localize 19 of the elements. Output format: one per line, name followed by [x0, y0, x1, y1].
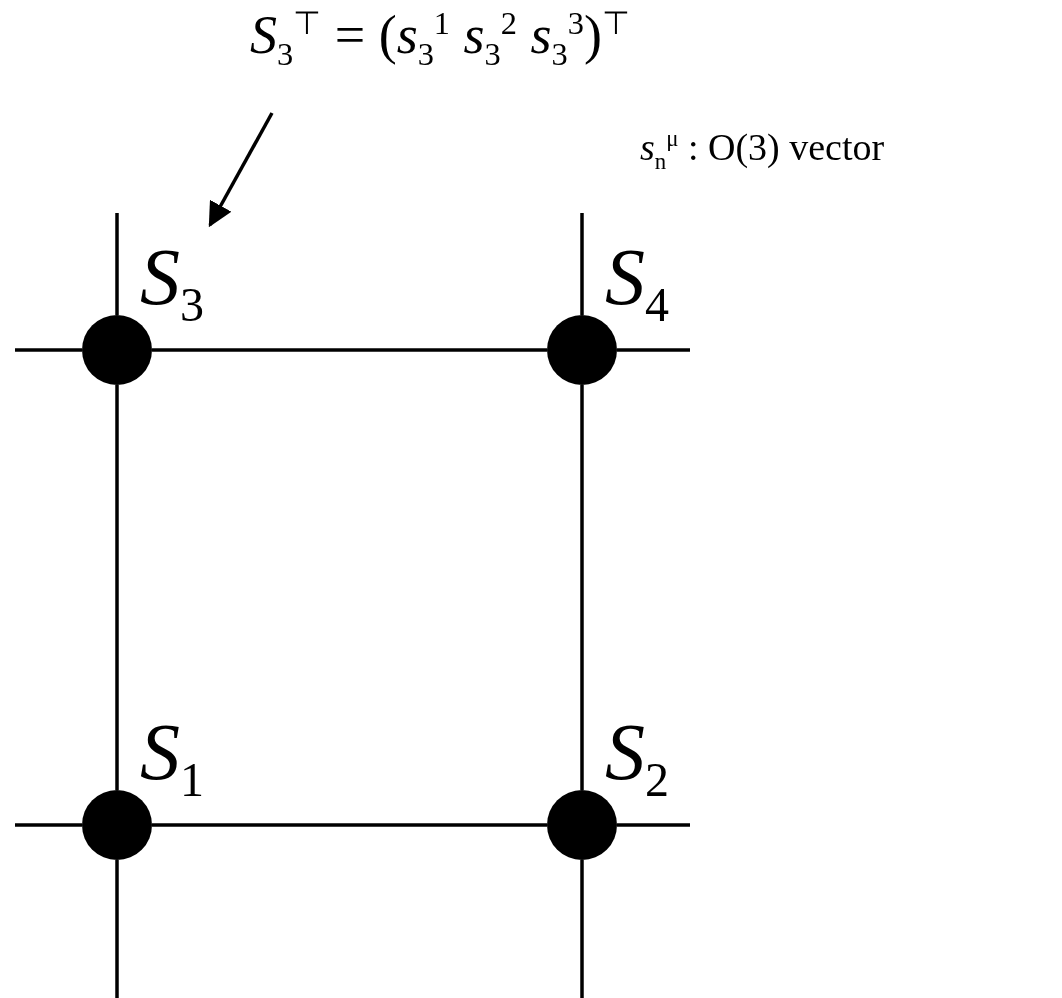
lattice-bond: [152, 823, 547, 827]
site-label: S$_{3}$: [140, 237, 204, 329]
lattice-bond: [580, 213, 584, 315]
lattice-bond: [617, 348, 690, 352]
lattice-bond: [152, 348, 547, 352]
lattice-bond: [15, 823, 82, 827]
formula-text: S$_{3}$$^{⊤}$ = (s$_{3}$$^{1}$ s$_{3}$$^{2}$ s$_{3}$$^{3}$)$^{⊤}$: [250, 4, 630, 73]
site-label: S$_{4}$: [605, 237, 669, 329]
lattice-bond: [115, 213, 119, 315]
lattice-bond: [115, 385, 119, 790]
lattice-bond: [15, 348, 82, 352]
site-label: S$_{1}$: [140, 712, 204, 804]
site-label: S$_{2}$: [605, 712, 669, 804]
note-text: s$_{n}$$^{μ}$ : O(3) vector: [640, 125, 885, 175]
arrow: [208, 112, 274, 228]
lattice-bond: [580, 860, 584, 998]
lattice-bond: [115, 860, 119, 998]
lattice-bond: [617, 823, 690, 827]
lattice-bond: [580, 385, 584, 790]
